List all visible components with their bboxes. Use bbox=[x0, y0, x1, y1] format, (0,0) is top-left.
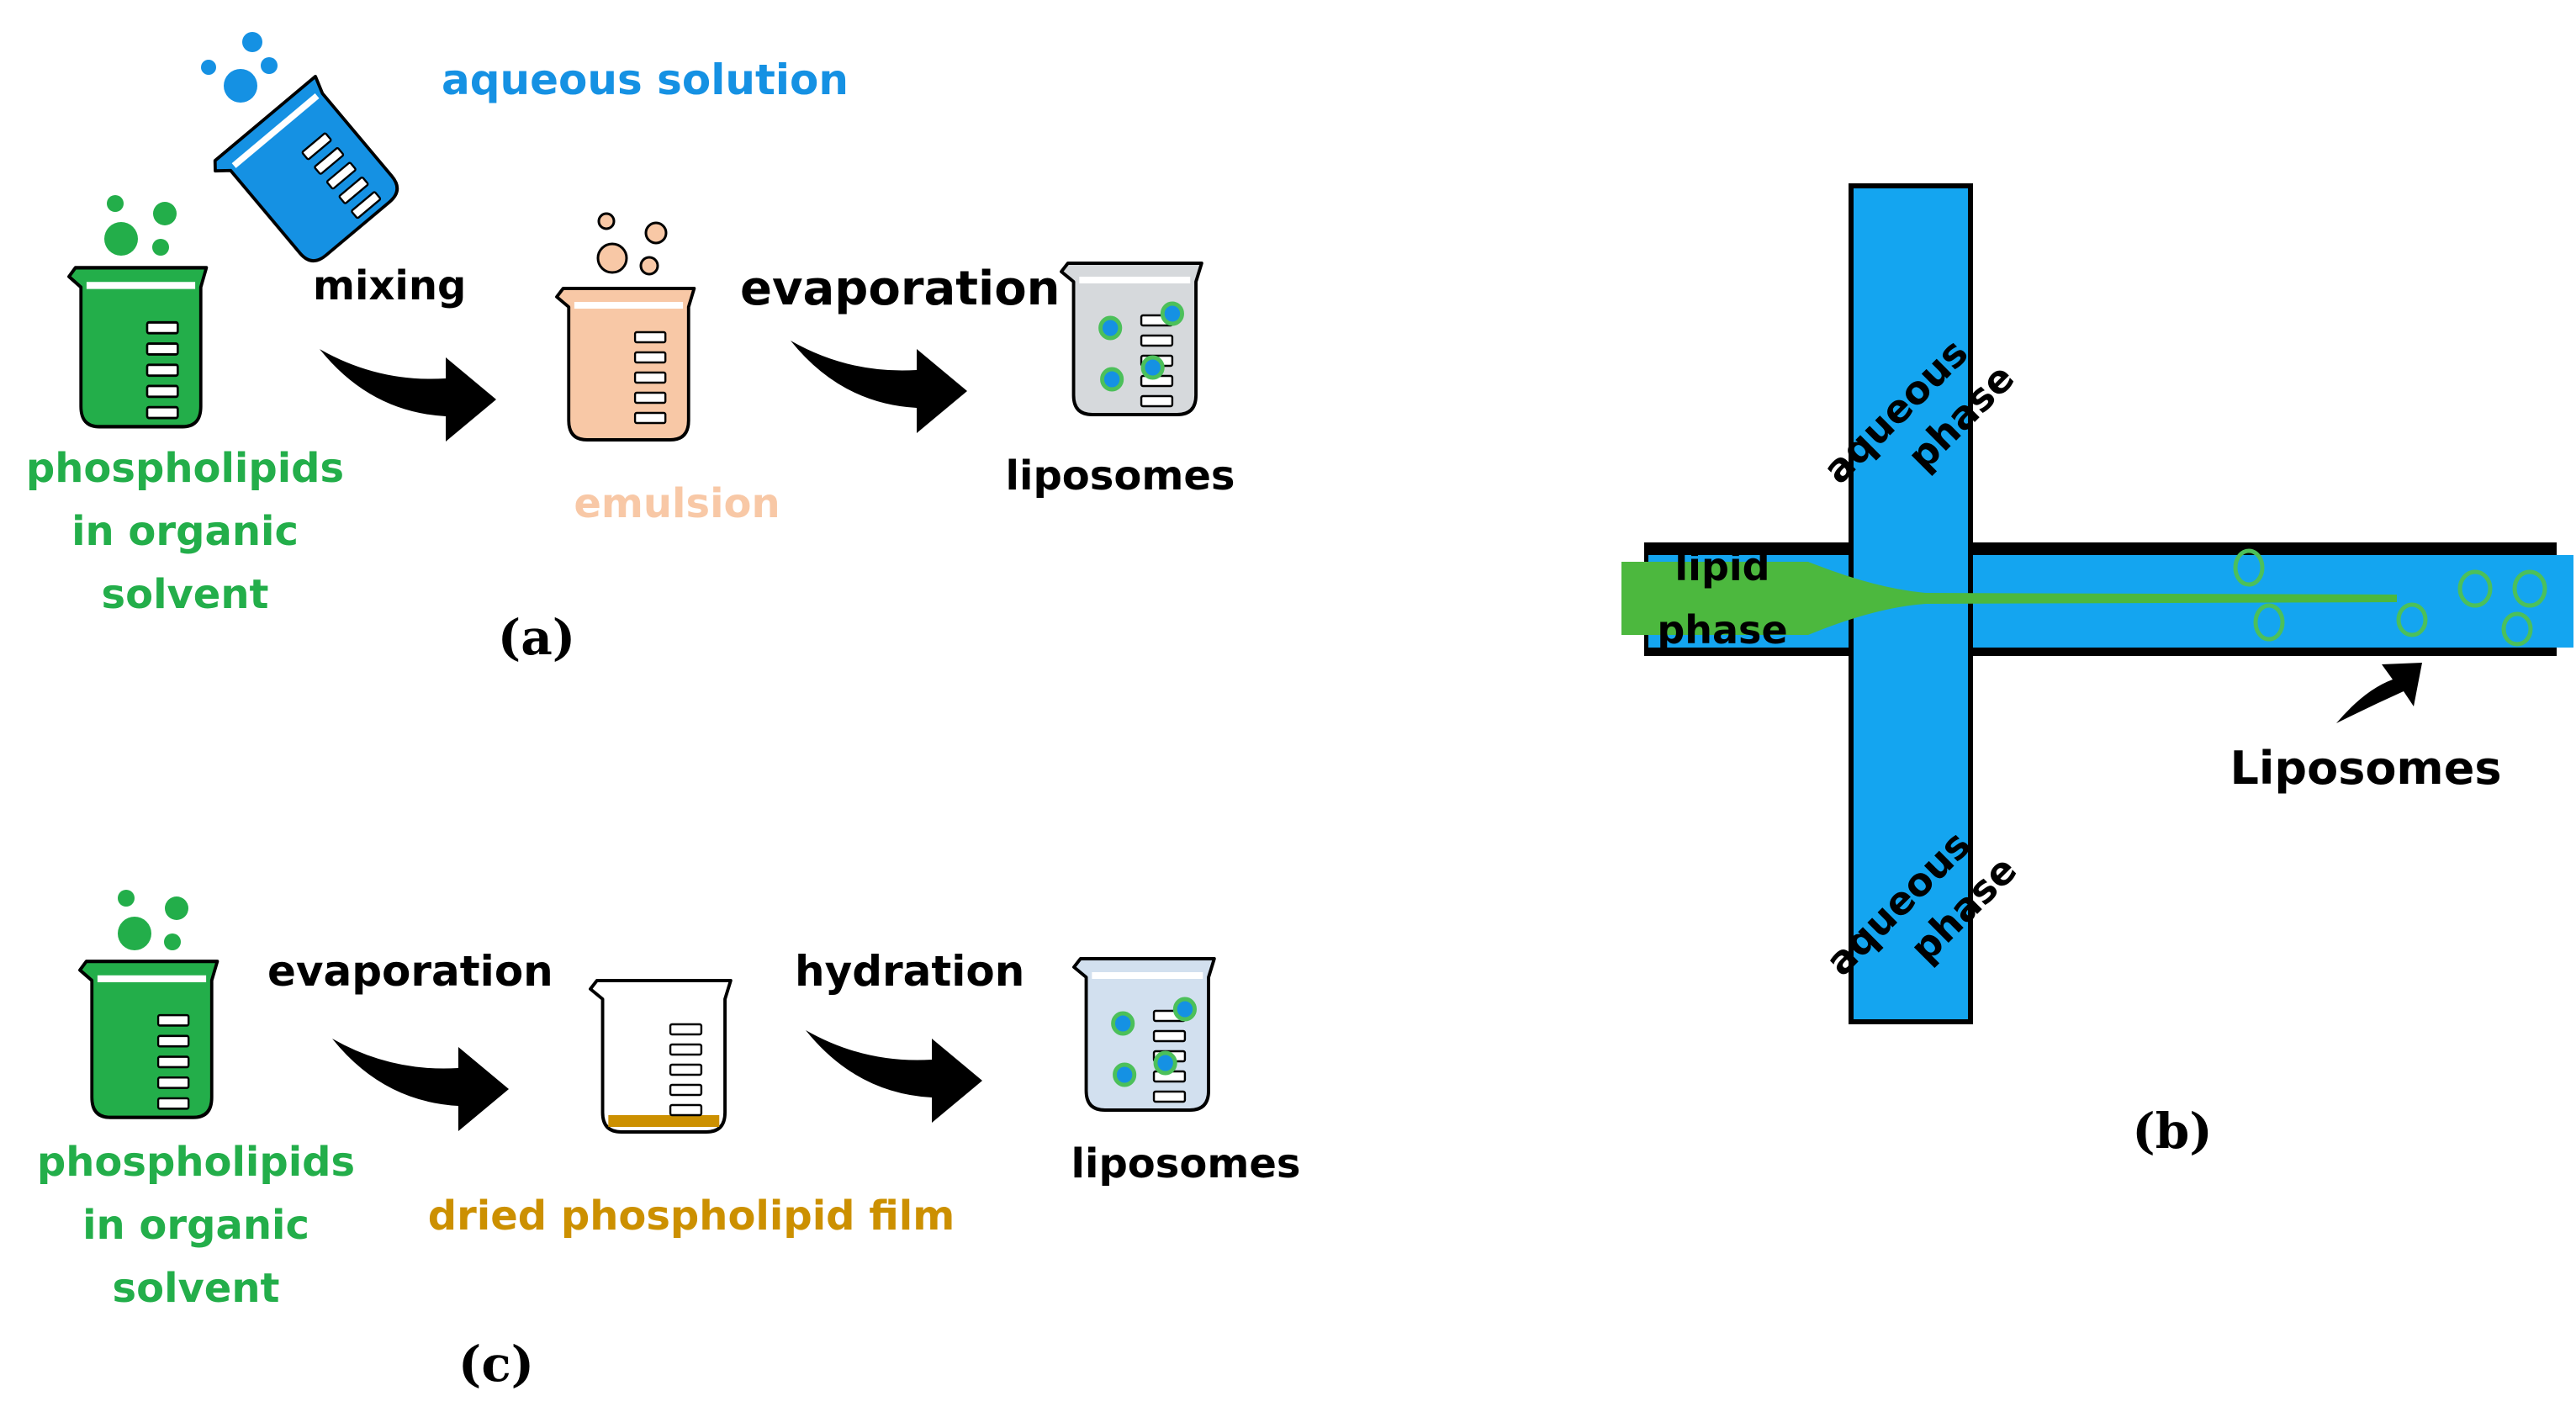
curved-arrow-icon bbox=[2336, 663, 2422, 723]
lipid-phase-label: lipid phase bbox=[1657, 544, 1787, 653]
svg-text:phospholipids: phospholipids bbox=[26, 445, 344, 492]
dried-film-label: dried phospholipid film bbox=[428, 1193, 955, 1240]
curved-arrow-icon bbox=[791, 341, 967, 433]
phospholipids-label: phospholipids in organic solvent bbox=[37, 1139, 355, 1312]
beaker-icon-green bbox=[67, 266, 209, 429]
svg-text:in organic: in organic bbox=[82, 1202, 309, 1249]
beaker-icon-peach bbox=[555, 287, 696, 442]
svg-text:phase: phase bbox=[1657, 607, 1787, 653]
liposomes-label: liposomes bbox=[1006, 452, 1235, 500]
svg-text:in organic: in organic bbox=[71, 508, 299, 555]
beaker-icon-liposomes bbox=[1072, 957, 1216, 1112]
beaker-icon-green bbox=[78, 960, 220, 1119]
evaporation-label: evaporation bbox=[267, 947, 553, 996]
svg-text:solvent: solvent bbox=[113, 1265, 280, 1312]
svg-text:solvent: solvent bbox=[102, 571, 269, 618]
aqueous-solution-label: aqueous solution bbox=[442, 56, 849, 104]
caption-b: (b) bbox=[2132, 1103, 2212, 1160]
liposomes-label: liposomes bbox=[1071, 1140, 1301, 1187]
liposomes-outlet-label: Liposomes bbox=[2230, 742, 2502, 795]
panel-a: aqueous solution mixing evaporation bbox=[26, 32, 1235, 666]
svg-text:lipid: lipid bbox=[1674, 544, 1769, 590]
beaker-icon-liposomes bbox=[1060, 262, 1203, 416]
curved-arrow-icon bbox=[320, 349, 496, 442]
hydration-label: hydration bbox=[795, 947, 1024, 996]
panel-c: evaporation hydration bbox=[37, 890, 1301, 1393]
beaker-icon-blue-tilted bbox=[213, 74, 399, 262]
bubbles-icon bbox=[201, 32, 278, 103]
caption-c: (c) bbox=[458, 1335, 534, 1393]
liposome-vesicles bbox=[2233, 548, 2547, 647]
svg-text:phospholipids: phospholipids bbox=[37, 1139, 355, 1186]
bubbles-icon bbox=[104, 195, 177, 256]
beaker-icon-empty-film bbox=[589, 979, 733, 1134]
curved-arrow-icon bbox=[332, 1039, 509, 1131]
caption-a: (a) bbox=[498, 609, 575, 666]
bubbles-icon bbox=[118, 890, 188, 950]
evaporation-label: evaporation bbox=[740, 262, 1061, 316]
mixing-label: mixing bbox=[313, 262, 466, 309]
emulsion-label: emulsion bbox=[574, 480, 780, 527]
bubbles-icon bbox=[596, 212, 668, 276]
panel-b: aqueous phase aqueous phase lipid phase … bbox=[1621, 183, 2573, 1160]
lipid-stream bbox=[1621, 562, 2397, 635]
curved-arrow-icon bbox=[806, 1030, 982, 1123]
phospholipids-label: phospholipids in organic solvent bbox=[26, 445, 344, 618]
